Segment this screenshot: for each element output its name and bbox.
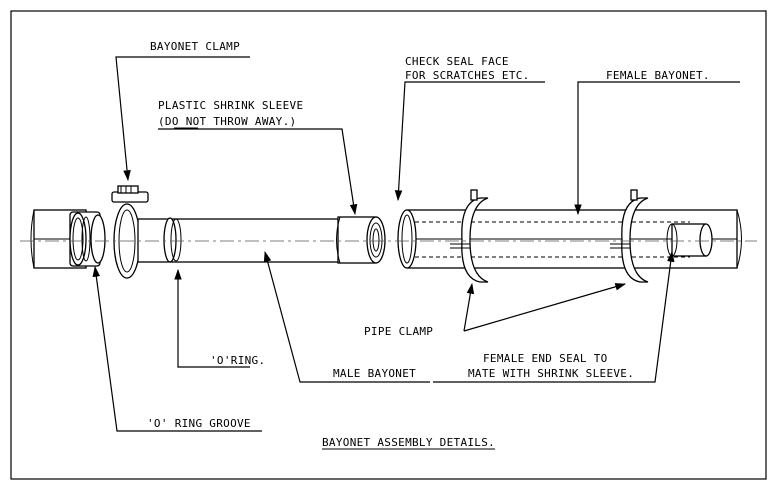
label-female-end-seal-line1: FEMALE END SEAL TO [483, 352, 608, 365]
label-male-bayonet: MALE BAYONET [333, 367, 416, 380]
label-o-ring: 'O'RING. [210, 354, 265, 367]
label-female-bayonet: FEMALE BAYONET. [606, 69, 710, 82]
label-shrink-sleeve-line1: PLASTIC SHRINK SLEEVE [158, 99, 303, 112]
drawing-border [10, 10, 767, 480]
label-check-seal-line2: FOR SCRATCHES ETC. [405, 69, 530, 82]
label-check-seal-line1: CHECK SEAL FACE [405, 55, 509, 68]
label-bayonet-clamp: BAYONET CLAMP [150, 40, 240, 53]
female-assembly [397, 189, 742, 283]
label-shrink-sleeve-line2: (DO NOT THROW AWAY.) [158, 115, 296, 128]
diagram-title: BAYONET ASSEMBLY DETAILS. [322, 436, 495, 449]
label-o-ring-groove: 'O' RING GROOVE [147, 417, 251, 430]
label-female-end-seal-line2: MATE WITH SHRINK SLEEVE. [468, 367, 634, 380]
male-assembly [30, 185, 386, 279]
leader-lines [92, 56, 740, 432]
label-pipe-clamp: PIPE CLAMP [364, 325, 433, 338]
